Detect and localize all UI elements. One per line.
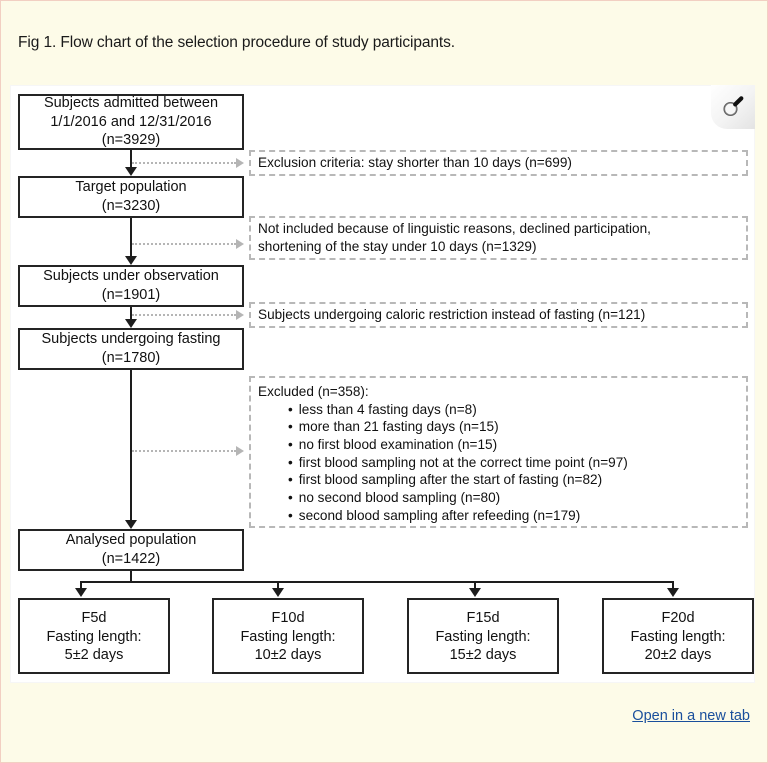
group-line: 5±2 days — [64, 647, 124, 664]
excluded-detail-box: Excluded (n=358): less than 4 fasting da… — [249, 376, 748, 528]
group-box-f5d: F5d Fasting length: 5±2 days — [18, 598, 170, 674]
exclusion-criteria-box: Exclusion criteria: stay shorter than 10… — [249, 150, 748, 176]
magnifier-icon[interactable] — [711, 85, 755, 129]
arrowhead-dotted — [236, 446, 244, 456]
arrowhead — [125, 520, 137, 529]
node-line: (n=1422) — [101, 551, 161, 567]
connector-to-f15d — [474, 581, 476, 589]
node-target-population: Target population (n=3230) — [18, 176, 244, 218]
list-item: more than 21 fasting days (n=15) — [288, 418, 740, 436]
connector-analysed-split-stem — [130, 571, 132, 583]
arrowhead-dotted — [236, 239, 244, 249]
group-label: F20d — [661, 610, 695, 626]
arrowhead — [125, 319, 137, 328]
exclusion-line: Not included because of linguistic reaso… — [258, 221, 651, 237]
list-item: no first blood examination (n=15) — [288, 436, 740, 454]
group-line: Fasting length: — [630, 628, 726, 645]
connector-admitted-to-target — [130, 150, 132, 167]
figure-caption: Fig 1. Flow chart of the selection proce… — [18, 34, 455, 51]
list-item: first blood sampling not at the correct … — [288, 454, 740, 472]
node-under-observation: Subjects under observation (n=1901) — [18, 265, 244, 307]
list-item: less than 4 fasting days (n=8) — [288, 401, 740, 419]
node-line: Analysed population — [65, 532, 197, 549]
group-label: F5d — [81, 610, 107, 626]
group-line: Fasting length: — [46, 628, 142, 645]
node-line: Subjects under observation — [43, 268, 219, 285]
arrowhead-dotted — [236, 310, 244, 320]
connector-to-f20d — [672, 581, 674, 589]
arrowhead — [75, 588, 87, 597]
node-undergoing-fasting: Subjects undergoing fasting (n=1780) — [18, 328, 244, 370]
excluded-bullet-list: less than 4 fasting days (n=8) more than… — [258, 401, 740, 525]
figure-image[interactable]: Subjects admitted between 1/1/2016 and 1… — [10, 85, 755, 683]
node-line: Target population — [75, 179, 187, 196]
arrowhead — [667, 588, 679, 597]
node-line: (n=1780) — [101, 350, 161, 366]
caloric-restriction-box: Subjects undergoing caloric restriction … — [249, 302, 748, 328]
group-box-f20d: F20d Fasting length: 20±2 days — [602, 598, 754, 674]
arrowhead — [125, 167, 137, 176]
node-admitted: Subjects admitted between 1/1/2016 and 1… — [18, 94, 244, 150]
connector-group-distribution-bar — [80, 581, 674, 583]
node-line: (n=3230) — [101, 198, 161, 214]
group-line: 10±2 days — [254, 647, 322, 664]
group-line: 15±2 days — [449, 647, 517, 664]
not-included-box: Not included because of linguistic reaso… — [249, 216, 748, 260]
connector-to-exclusion-criteria — [132, 162, 236, 164]
connector-to-excluded-detail — [132, 450, 236, 452]
exclusion-line: shortening of the stay under 10 days (n=… — [258, 239, 537, 254]
arrowhead — [125, 256, 137, 265]
connector-to-f5d — [80, 581, 82, 589]
list-item: second blood sampling after refeeding (n… — [288, 507, 740, 525]
node-line: (n=3929) — [101, 132, 161, 149]
exclusion-line: Exclusion criteria: stay shorter than 10… — [258, 155, 572, 171]
group-box-f10d: F10d Fasting length: 10±2 days — [212, 598, 364, 674]
list-item: no second blood sampling (n=80) — [288, 489, 740, 507]
connector-observation-to-fasting — [130, 307, 132, 319]
open-in-new-tab-link[interactable]: Open in a new tab — [632, 708, 750, 724]
node-line: 1/1/2016 and 12/31/2016 — [50, 113, 212, 130]
exclusion-line: Subjects undergoing caloric restriction … — [258, 307, 646, 323]
node-line: Subjects undergoing fasting — [41, 331, 221, 348]
arrowhead — [272, 588, 284, 597]
connector-target-to-observation — [130, 218, 132, 256]
node-line: (n=1901) — [101, 287, 161, 303]
arrowhead — [469, 588, 481, 597]
group-label: F10d — [271, 610, 305, 626]
list-item: first blood sampling after the start of … — [288, 471, 740, 489]
group-box-f15d: F15d Fasting length: 15±2 days — [407, 598, 559, 674]
arrowhead-dotted — [236, 158, 244, 168]
exclusion-line: Excluded (n=358): — [258, 384, 369, 399]
connector-to-not-included — [132, 243, 236, 245]
connector-to-caloric-restriction — [132, 314, 236, 316]
node-line: Subjects admitted between — [43, 95, 219, 112]
group-line: 20±2 days — [644, 647, 712, 664]
node-analysed-population: Analysed population (n=1422) — [18, 529, 244, 571]
group-line: Fasting length: — [240, 628, 336, 645]
connector-to-f10d — [277, 581, 279, 589]
group-label: F15d — [466, 610, 500, 626]
connector-fasting-to-analysed — [130, 370, 132, 520]
group-line: Fasting length: — [435, 628, 531, 645]
